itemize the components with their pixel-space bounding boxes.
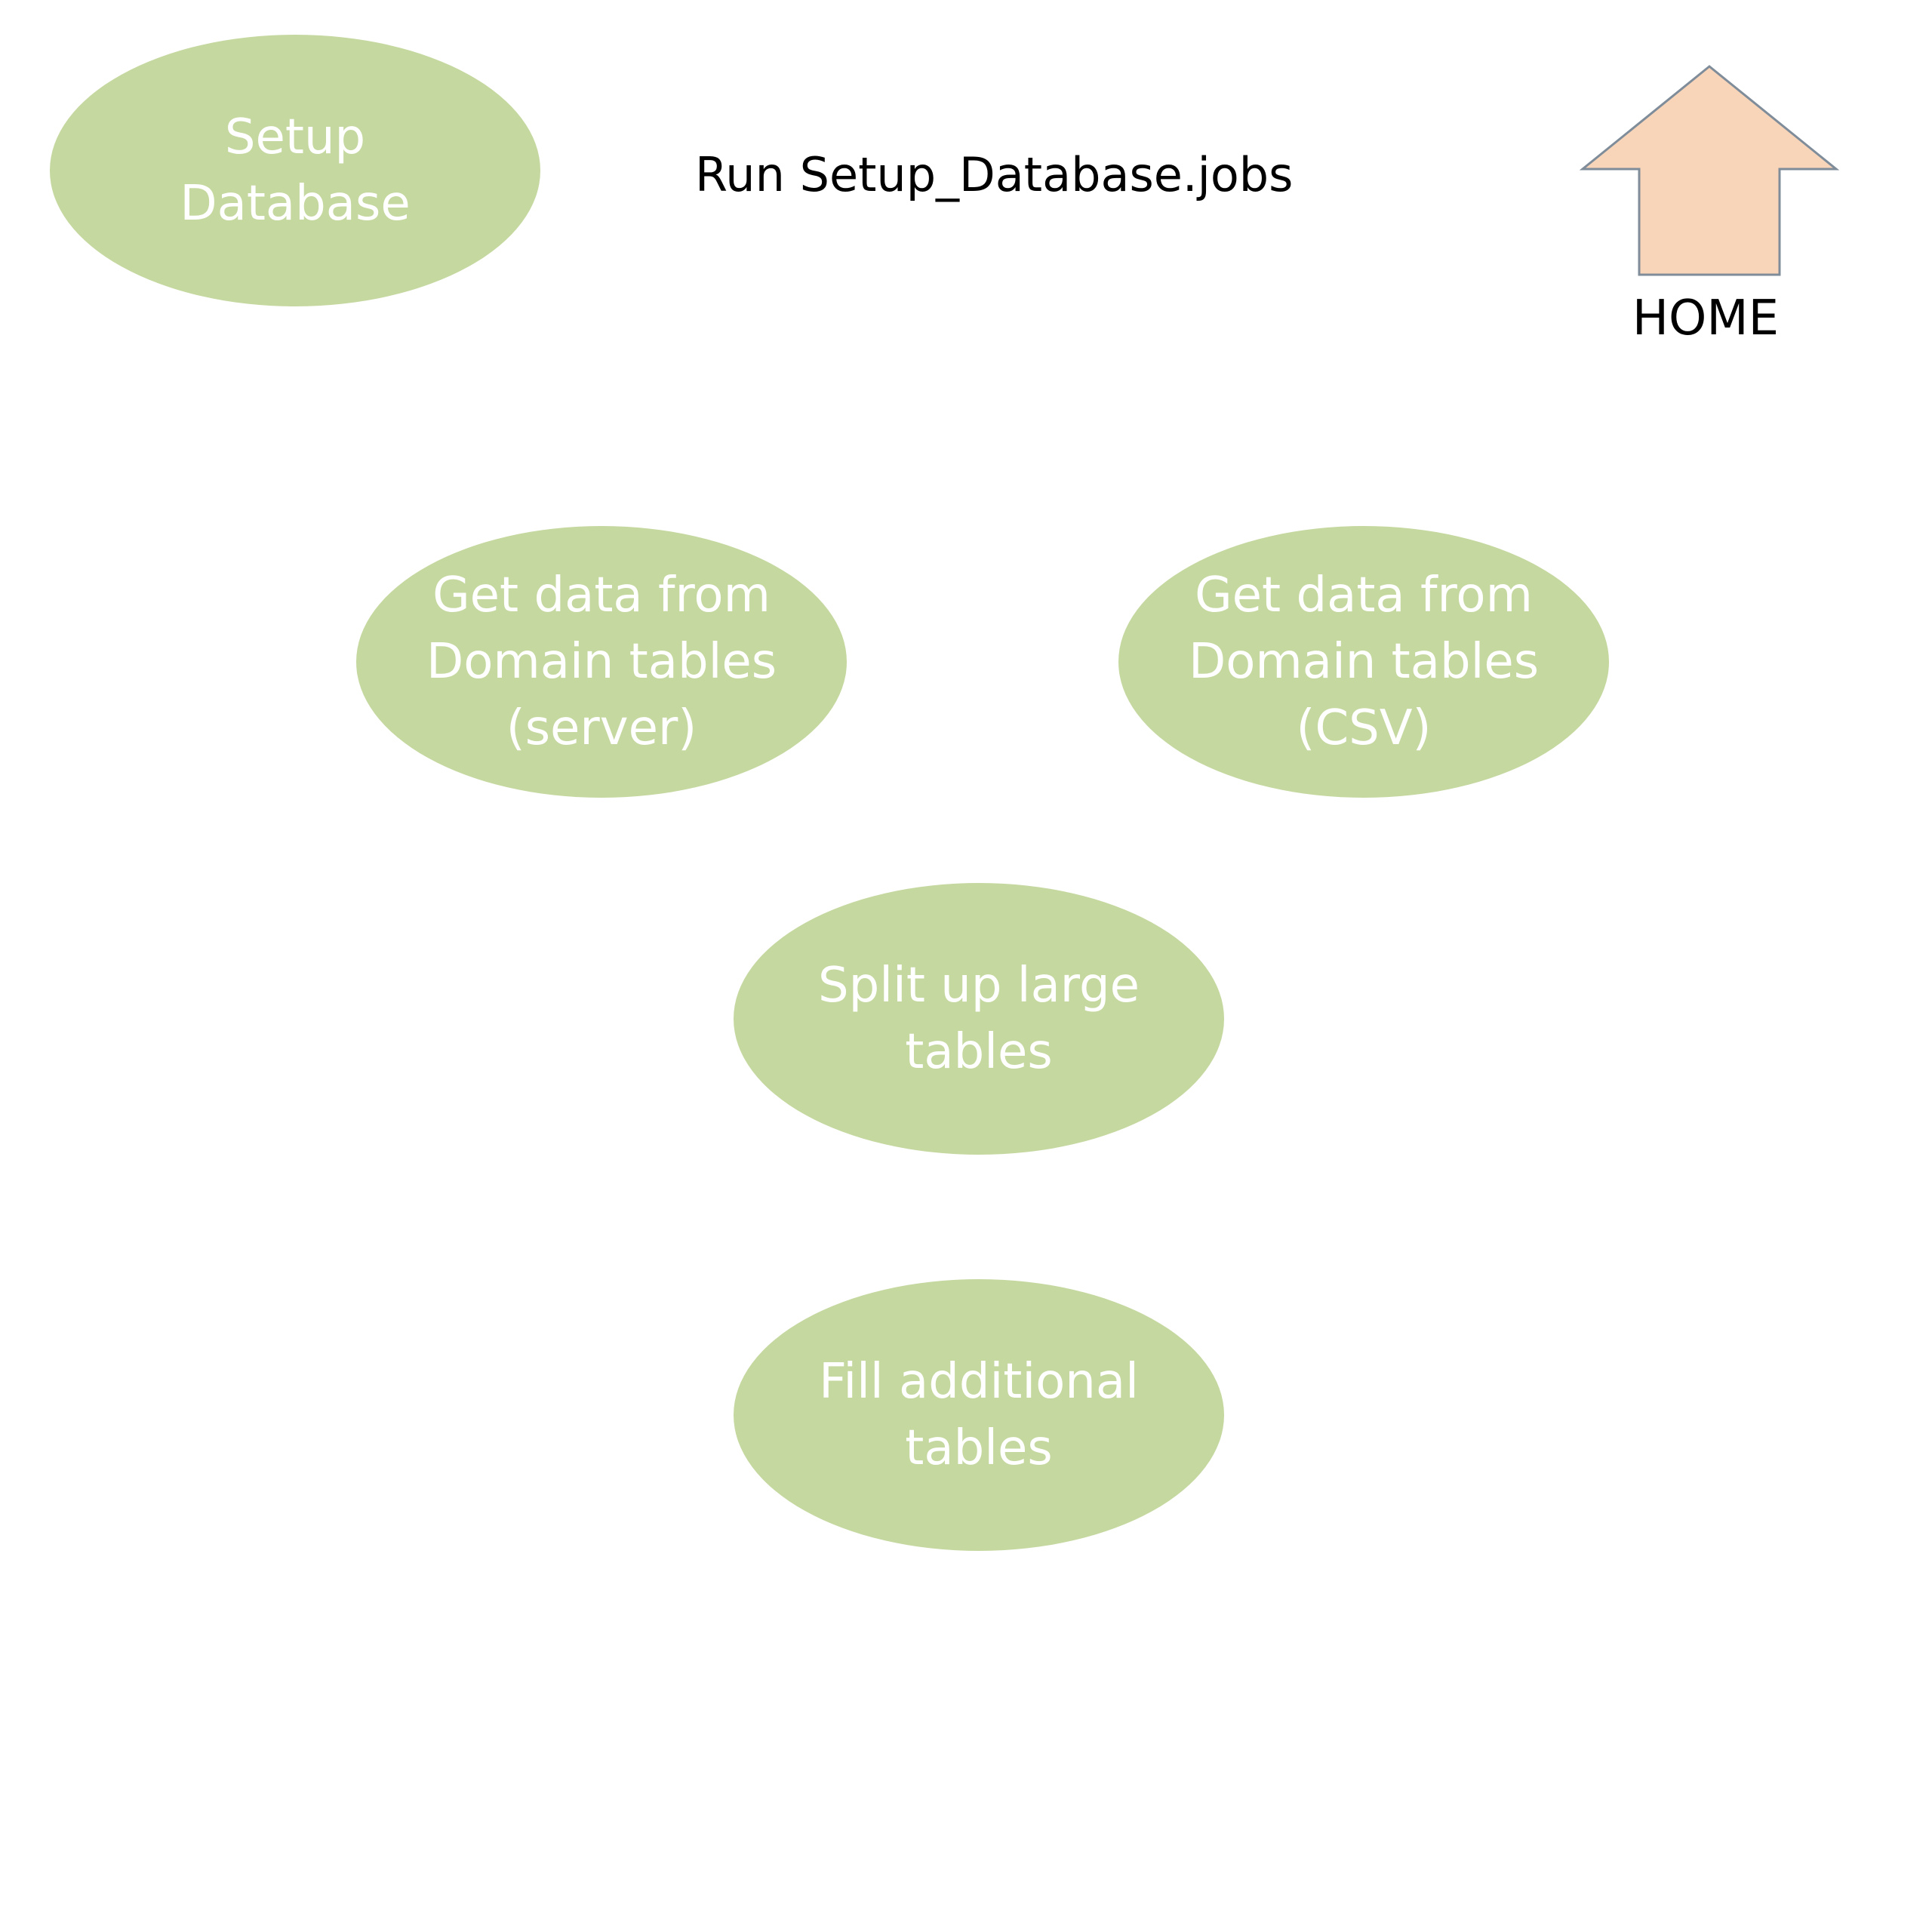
domain-server-node[interactable]: Get data from Domain tables (server) — [356, 526, 847, 798]
domain-csv-node[interactable]: Get data from Domain tables (CSV) — [1118, 526, 1609, 798]
node-label-line: Database — [180, 176, 411, 232]
fill-additional-node[interactable]: Fill additional tables — [734, 1279, 1224, 1551]
page-title: Run Setup_Database.jobs — [695, 147, 1294, 202]
split-tables-node[interactable]: Split up large tables — [734, 883, 1224, 1155]
home-link[interactable]: HOME — [1632, 291, 1780, 346]
node-label-line: Fill additional — [819, 1354, 1139, 1410]
node-label-line: Domain tables — [426, 634, 777, 690]
node-label-line: Setup — [224, 109, 366, 165]
node-label-line: Get data from — [432, 568, 771, 623]
node-label-line: Split up large — [818, 958, 1140, 1014]
node-label-line: (CSV) — [1296, 700, 1432, 756]
setup-database-node[interactable]: Setup Database — [50, 35, 540, 306]
node-label-line: (server) — [506, 700, 697, 756]
node-label-line: tables — [905, 1420, 1053, 1476]
node-label-line: Get data from — [1195, 568, 1533, 623]
node-label-line: Domain tables — [1188, 634, 1540, 690]
node-label-line: tables — [905, 1024, 1053, 1080]
up-arrow-icon[interactable] — [1570, 60, 1849, 287]
